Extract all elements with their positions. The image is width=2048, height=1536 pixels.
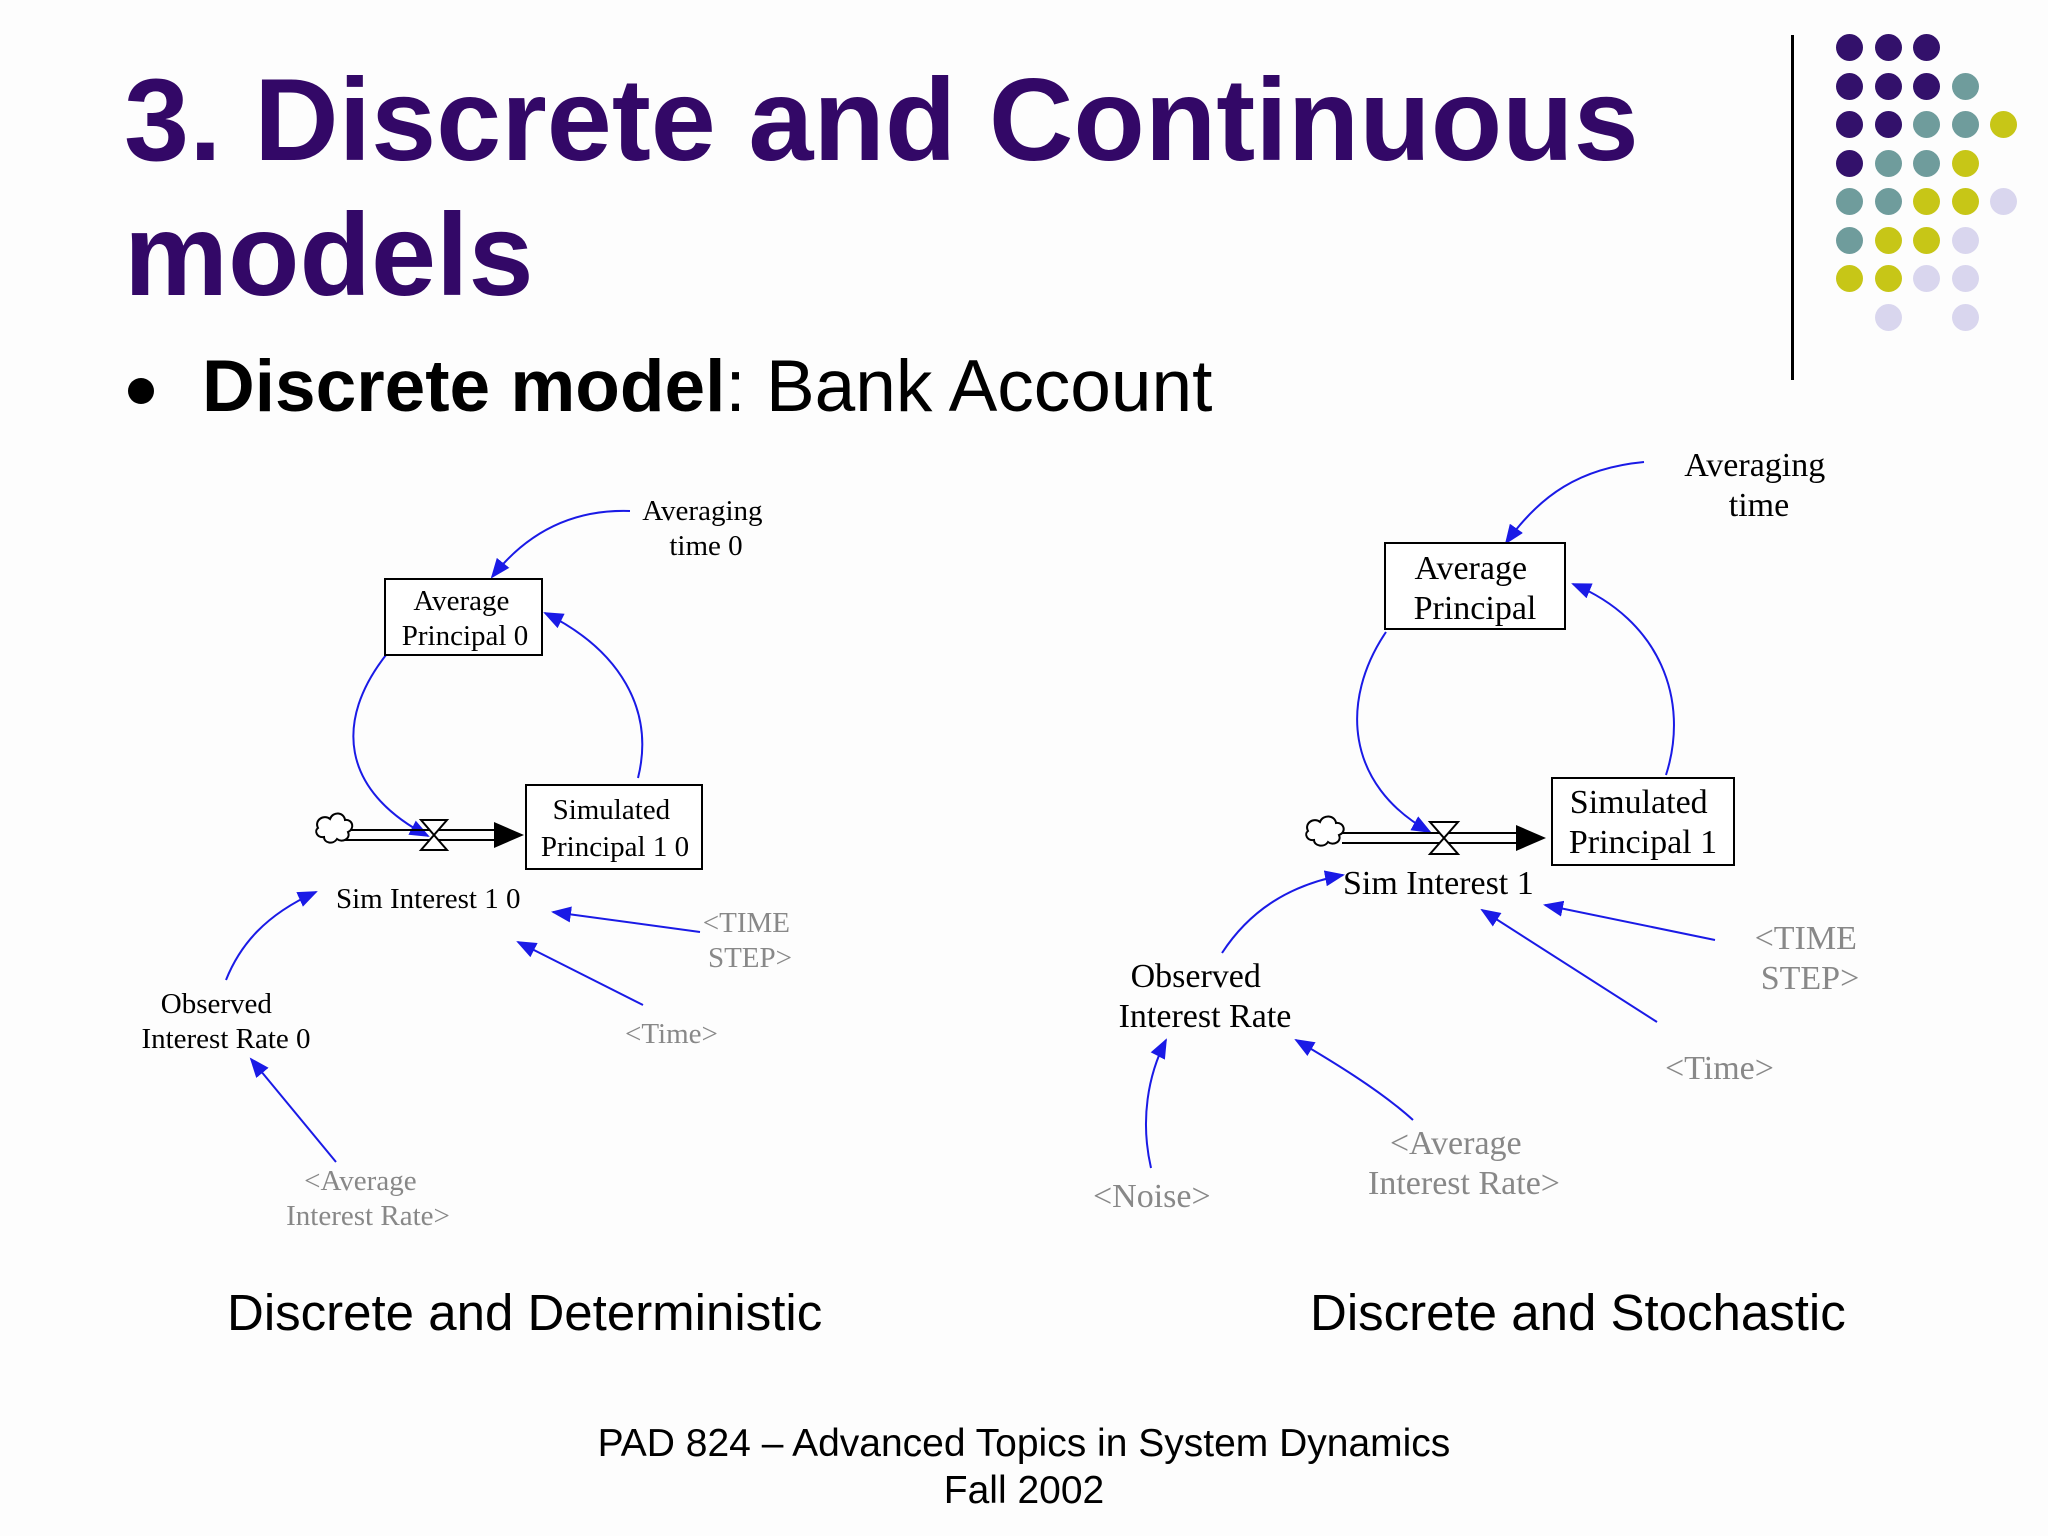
flow-pipe-left: [340, 822, 524, 848]
decorative-dot: [1913, 188, 1940, 215]
decorative-dot: [1836, 111, 1863, 138]
link-time-to-flow: [516, 941, 644, 1006]
decorative-dot: [1874, 149, 1902, 177]
decorative-dot: [1913, 34, 1940, 61]
decorative-dot: [1913, 149, 1940, 177]
link-average-principal-to-flow: [1356, 631, 1432, 833]
decorative-dot: [1836, 149, 1863, 177]
label-averaging-time-0: Averaging time 0: [642, 495, 770, 562]
decorative-dot: [1951, 265, 1979, 292]
decorative-dot: [1951, 149, 1979, 177]
label-averaging-time: Averaging time: [1684, 447, 1833, 524]
label-time-shadow: <Time>: [625, 1018, 718, 1050]
footer-term: Fall 2002: [943, 1469, 1105, 1512]
decorative-dot: [1913, 72, 1940, 100]
link-time-to-flow: [1480, 908, 1658, 1023]
decorative-divider: [1791, 35, 1794, 380]
decorative-dot: [1836, 34, 1863, 61]
label-sim-interest-1: Sim Interest 1: [1343, 865, 1534, 902]
stock-simulated-principal-1: [1551, 777, 1735, 866]
link-averaging-time-to-average-principal: [1504, 461, 1645, 545]
decorative-dot: [1874, 303, 1902, 331]
stock-simulated-principal-1-0: [525, 784, 703, 870]
label-average-interest-rate-shadow: <Average Interest Rate>: [1368, 1125, 1560, 1202]
label-average-principal-0: Average Principal 0: [402, 585, 528, 652]
valve-icon: [1427, 821, 1461, 855]
slide-title: 3. Discrete and Continuous models: [124, 54, 1639, 320]
caption-left: Discrete and Deterministic: [227, 1284, 823, 1341]
stock-average-principal: [1384, 542, 1566, 630]
label-time-shadow: <Time>: [1665, 1050, 1774, 1087]
decorative-dot: [1990, 111, 2017, 138]
link-observed-rate-to-flow: [1221, 870, 1345, 954]
decorative-dot: [1836, 188, 1863, 215]
label-observed-interest-rate: Observed Interest Rate: [1119, 958, 1292, 1035]
link-observed-rate-to-flow: [225, 891, 318, 981]
decorative-dot: [1990, 188, 2017, 215]
flow-pipe-right: [1342, 825, 1546, 851]
link-simulated-to-average-principal: [1571, 583, 1675, 776]
decorative-dot: [1951, 111, 1979, 138]
cloud-icon: [315, 812, 354, 844]
label-noise-shadow: <Noise>: [1093, 1178, 1211, 1215]
bullet-rest-text: : Bank Account: [725, 346, 1213, 427]
decorative-dot: [1913, 265, 1940, 292]
decorative-dot: [1874, 34, 1902, 61]
label-time-step-shadow: <TIME STEP>: [703, 907, 797, 974]
decorative-dot: [1913, 111, 1940, 138]
cloud-icon: [1305, 815, 1345, 847]
label-sim-interest-1-0: Sim Interest 1 0: [336, 883, 520, 915]
link-noise-to-observed-rate: [1145, 1038, 1167, 1169]
valve-icon: [418, 819, 450, 851]
label-average-interest-rate-shadow: <Average Interest Rate>: [286, 1165, 450, 1232]
decorative-dot: [1836, 265, 1863, 292]
decorative-dot: [1836, 226, 1863, 254]
link-simulated-to-average-principal: [543, 612, 644, 779]
diagram-right: Averaging time Average Principal Simulat…: [1093, 447, 1866, 1215]
decorative-dot: [1951, 226, 1979, 254]
decorative-dot: [1913, 226, 1940, 254]
footer-course: PAD 824 – Advanced Topics in System Dyna…: [597, 1422, 1451, 1465]
decorative-dot: [1836, 72, 1863, 100]
decorative-dot: [1951, 188, 1979, 215]
link-average-principal-to-flow: [352, 654, 430, 837]
bullet-text: Discrete model: Bank Account: [202, 345, 1212, 428]
label-observed-interest-rate-0: Observed Interest Rate 0: [141, 988, 310, 1055]
caption-right: Discrete and Stochastic: [1310, 1284, 1846, 1341]
label-simulated-principal-1: Simulated Principal 1: [1569, 784, 1717, 861]
link-time-step-to-flow: [551, 906, 701, 933]
decorative-dot: [1874, 226, 1902, 254]
bullet-bold-text: Discrete model: [202, 346, 726, 427]
link-avg-rate-to-observed-rate: [249, 1057, 337, 1163]
label-time-step-shadow: <TIME STEP>: [1755, 920, 1866, 997]
decorative-dot: [1874, 188, 1902, 215]
decorative-dot: [1874, 265, 1902, 292]
bullet-dot: [128, 378, 154, 404]
label-average-principal: Average Principal: [1414, 550, 1537, 627]
link-time-step-to-flow: [1543, 900, 1716, 941]
decorative-dot: [1874, 111, 1902, 138]
link-avg-rate-to-observed-rate: [1294, 1038, 1414, 1121]
link-averaging-time-to-average-principal: [490, 509, 631, 579]
decorative-dot: [1951, 72, 1979, 100]
label-simulated-principal-1-0: Simulated Principal 1 0: [541, 794, 689, 863]
diagram-left: Averaging time 0 Average Principal 0 Sim…: [141, 495, 797, 1232]
decorative-dot: [1874, 72, 1902, 100]
decorative-dot: [1951, 303, 1979, 331]
stock-average-principal-0: [384, 578, 543, 656]
